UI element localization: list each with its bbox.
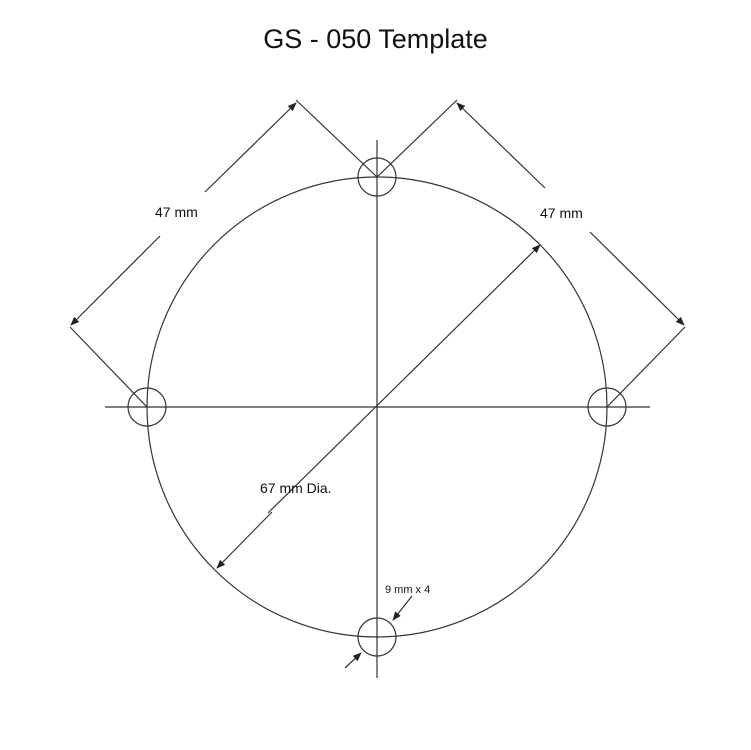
extension-line-right	[606, 326, 686, 408]
diameter-label: 67 mm Dia.	[260, 480, 332, 496]
extension-line-top-left	[295, 99, 378, 178]
dimension-line-left-b	[70, 235, 161, 326]
right-dimension-label: 47 mm	[540, 205, 583, 221]
dimension-line-left-a	[204, 102, 297, 193]
dimension-line-right-b	[589, 231, 685, 326]
diameter-line-lower	[216, 511, 273, 569]
hole-size-leader-upper	[392, 595, 413, 621]
extension-line-top-right	[376, 99, 458, 178]
hole-size-label: 9 mm x 4	[385, 584, 431, 596]
hole-right	[587, 387, 627, 427]
hole-top	[357, 157, 397, 197]
hole-left	[127, 387, 167, 427]
page-title: GS - 050 Template	[263, 24, 488, 54]
left-dimension-label: 47 mm	[155, 204, 198, 220]
hole-size-leader-lower	[344, 652, 362, 669]
diameter-line-upper	[267, 244, 541, 514]
dimension-line-right-a	[456, 102, 546, 189]
hole-bottom	[357, 617, 397, 657]
extension-line-left	[69, 326, 148, 408]
